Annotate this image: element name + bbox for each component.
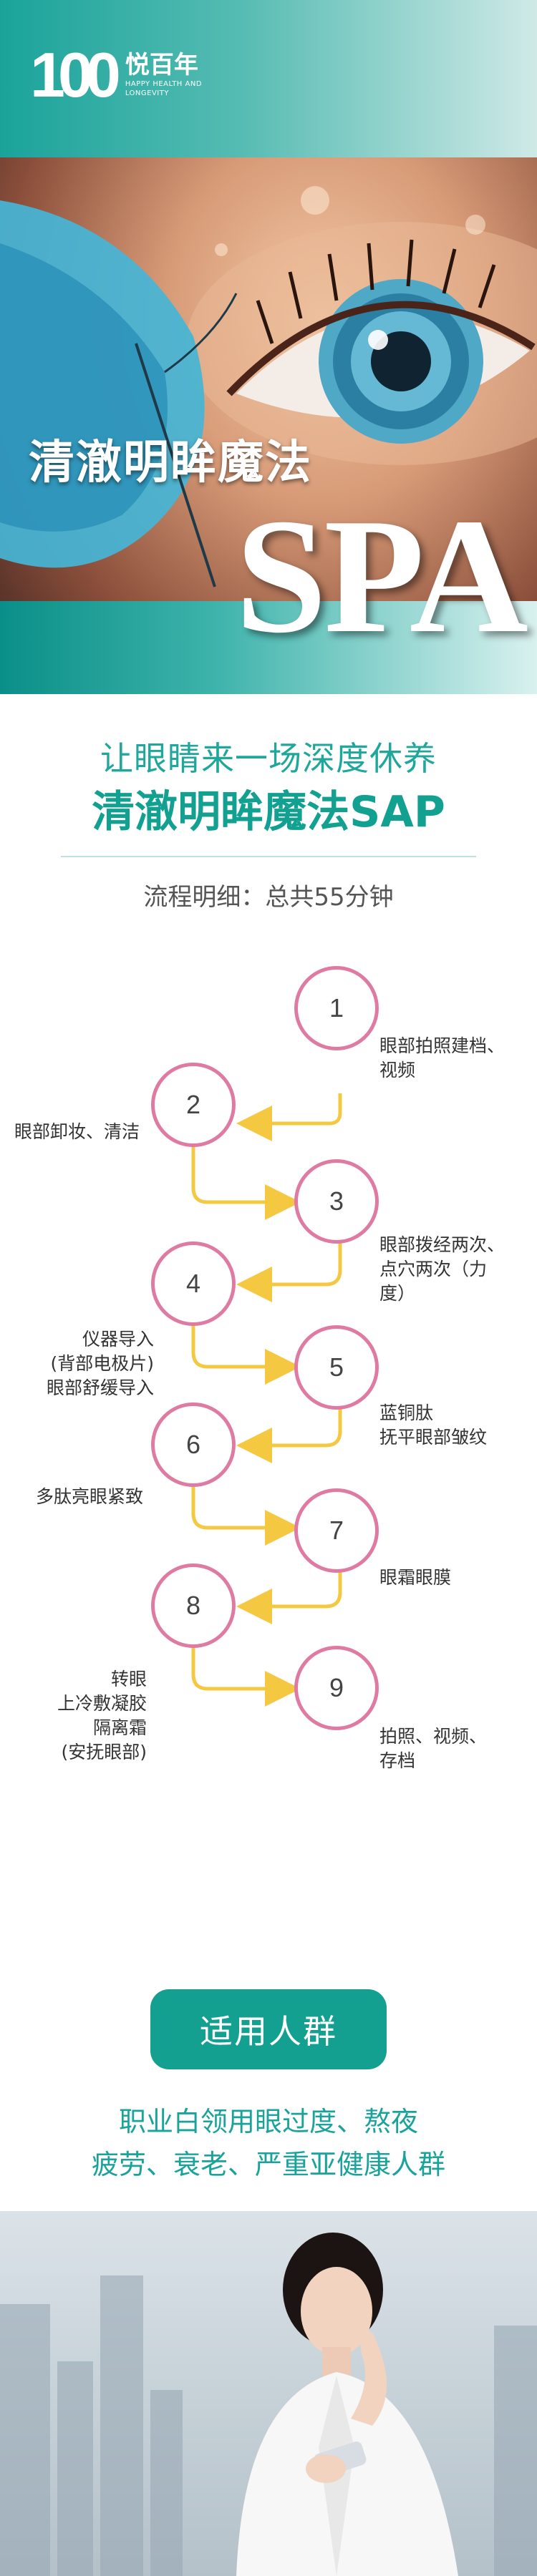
- eye-illustration: [0, 200, 537, 587]
- step-4-circle: 4: [151, 1241, 236, 1326]
- brand-tagline-1: HAPPY HEALTH AND: [125, 79, 203, 88]
- step-5-circle: 5: [294, 1325, 379, 1410]
- step-6-circle: 6: [151, 1402, 236, 1487]
- hero-title: 清澈明眸魔法: [29, 436, 312, 489]
- woman-photo: [0, 2211, 537, 2576]
- step-7-circle: 7: [294, 1488, 379, 1573]
- audience-text: 职业白领用眼过度、熬夜 疲劳、衰老、严重亚健康人群: [0, 2100, 537, 2186]
- step-2-label: 眼部卸妆、清洁: [14, 1121, 140, 1142]
- intro-title: 清澈明眸魔法SAP: [92, 787, 445, 837]
- step-3-circle: 3: [294, 1159, 379, 1244]
- hero-bottom-band: [0, 601, 537, 694]
- divider: [61, 856, 476, 857]
- process-summary: 流程明细：总共55分钟: [143, 883, 394, 912]
- intro-section: 让眼睛来一场深度休养 清澈明眸魔法SAP 流程明细：总共55分钟: [0, 737, 537, 912]
- flow-arrows: [191, 1093, 342, 1707]
- step-1-circle: 1: [294, 966, 379, 1050]
- step-3-label: 眼部拨经两次、 点穴两次（力 度）: [379, 1234, 505, 1304]
- hero-spa-text: SPA: [235, 484, 528, 667]
- logo-icon: 100: [30, 39, 121, 110]
- step-8-circle: 8: [151, 1563, 236, 1648]
- woman-figure: [236, 2233, 458, 2576]
- step-9-circle: 9: [294, 1646, 379, 1730]
- header: 100 悦百年 HAPPY HEALTH AND LONGEVITY: [0, 0, 537, 157]
- brand-name: 悦百年: [125, 51, 198, 80]
- step-2-circle: 2: [151, 1063, 236, 1147]
- hero-banner: 清澈明眸魔法 SPA: [0, 157, 537, 694]
- audience-line-1: 职业白领用眼过度、熬夜: [118, 2106, 418, 2137]
- step-7-label: 眼霜眼膜: [379, 1567, 452, 1588]
- step-6-label: 多肽亮眼紧致: [36, 1486, 144, 1507]
- brand-tagline-2: LONGEVITY: [125, 89, 169, 97]
- audience-line-2: 疲劳、衰老、严重亚健康人群: [91, 2149, 445, 2180]
- intro-subtitle: 让眼睛来一场深度休养: [100, 739, 437, 778]
- step-4-label: 仪器导入 (背部电极片) 眼部舒缓导入: [46, 1329, 154, 1398]
- step-5-label: 蓝铜肽 抚平眼部皱纹: [379, 1402, 488, 1448]
- logo: 100 悦百年 HAPPY HEALTH AND LONGEVITY: [30, 43, 202, 107]
- audience-badge[interactable]: 适用人群: [150, 1989, 387, 2069]
- step-1-label: 眼部拍照建档、 视频: [379, 1035, 505, 1080]
- step-8-label: 转眼 上冷敷凝胶 隔离霜 (安抚眼部): [57, 1669, 147, 1762]
- process-flow: 1 眼部拍照建档、 视频 2 眼部卸妆、清洁 3 眼部拨经两次、 点穴两次（力 …: [0, 952, 537, 1932]
- logo-text: 悦百年 HAPPY HEALTH AND LONGEVITY: [125, 52, 202, 97]
- step-9-label: 拍照、视频、 存档: [379, 1726, 488, 1771]
